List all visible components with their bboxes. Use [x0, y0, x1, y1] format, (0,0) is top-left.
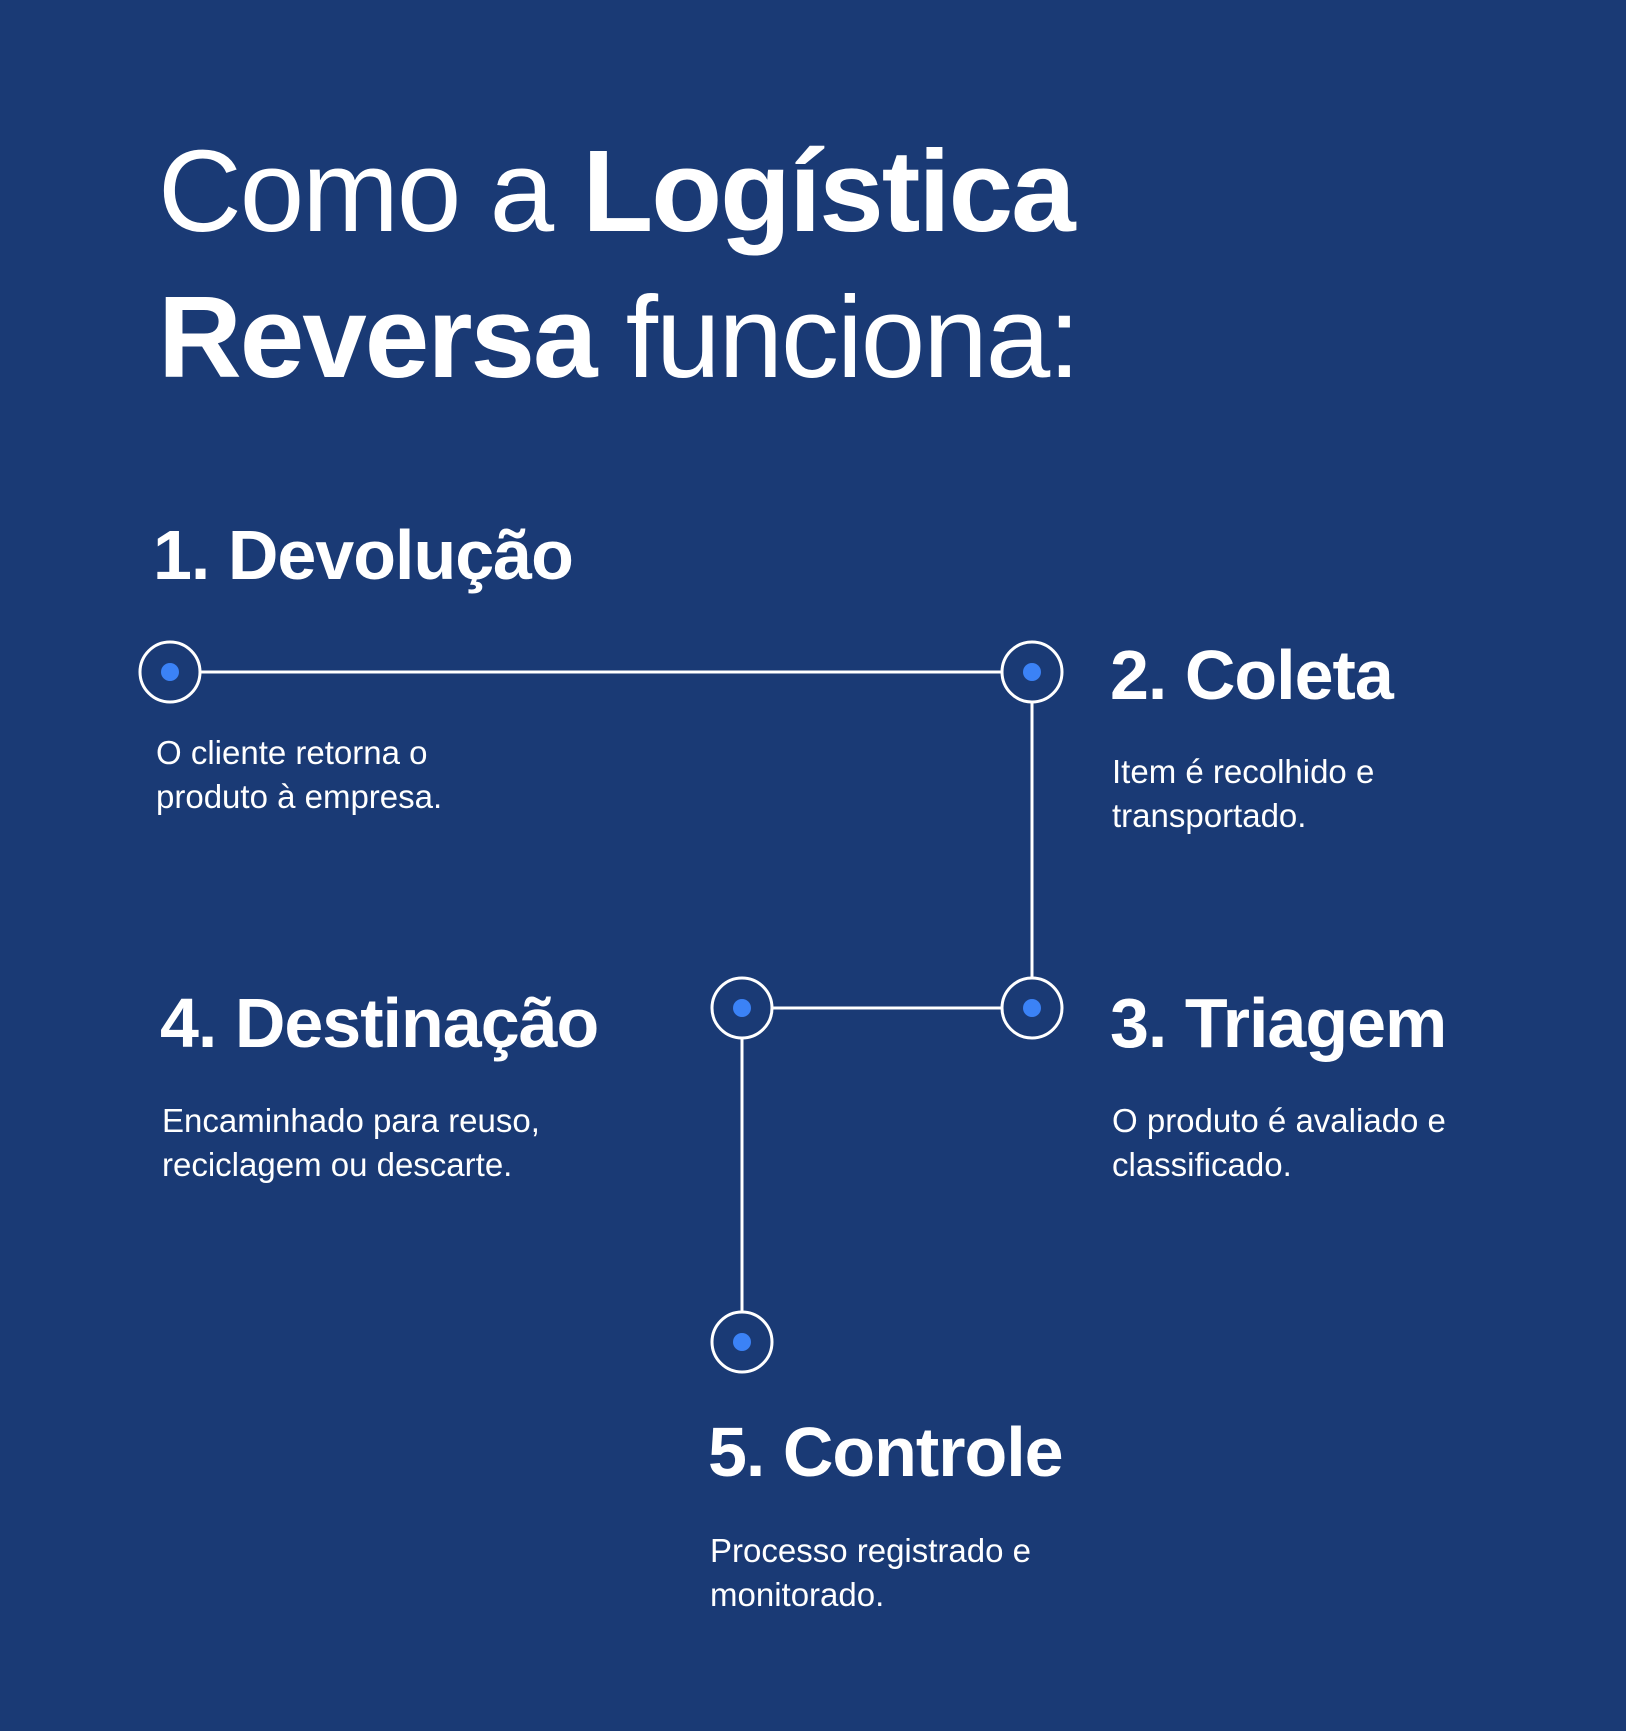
title-line-1: Como a Logística [158, 126, 1076, 256]
step-2-title: 2. Coleta [1110, 636, 1394, 714]
title-line-2: Reversa funciona: [158, 272, 1081, 402]
title-line-2-light: funciona: [595, 272, 1081, 402]
step-4-description-line-1: Encaminhado para reuso, [162, 1102, 540, 1139]
page-title: Como a Logística Reversa funciona: [158, 118, 1081, 410]
title-line-1-bold: Logística [582, 126, 1075, 256]
step-5-node [710, 1310, 774, 1374]
step-1-description-line-2: produto à empresa. [156, 778, 443, 815]
title-line-1-light: Como a [158, 126, 583, 256]
step-4-description: Encaminhado para reuso, reciclagem ou de… [162, 1099, 540, 1187]
step-3-description-line-2: classificado. [1112, 1146, 1292, 1183]
step-4-description-line-2: reciclagem ou descarte. [162, 1146, 513, 1183]
step-3-title: 3. Triagem [1110, 984, 1447, 1062]
step-5-title: 5. Controle [708, 1413, 1064, 1491]
step-3-description-line-1: O produto é avaliado e [1112, 1102, 1446, 1139]
step-1-description: O cliente retorna o produto à empresa. [156, 731, 442, 819]
step-5-description: Processo registrado e monitorado. [710, 1529, 1031, 1617]
step-5-description-line-1: Processo registrado e [710, 1532, 1031, 1569]
step-3-description: O produto é avaliado e classificado. [1112, 1099, 1446, 1187]
step-2-description-line-1: Item é recolhido e [1112, 753, 1375, 790]
step-5-description-line-2: monitorado. [710, 1576, 885, 1613]
step-1-node [138, 640, 202, 704]
step-2-node [1000, 640, 1064, 704]
step-4-node [710, 976, 774, 1040]
step-2-description: Item é recolhido e transportado. [1112, 750, 1374, 838]
step-1-description-line-1: O cliente retorna o [156, 734, 428, 771]
step-4-title: 4. Destinação [160, 984, 599, 1062]
step-1-title: 1. Devolução [153, 516, 574, 594]
step-2-description-line-2: transportado. [1112, 797, 1307, 834]
step-3-node [1000, 976, 1064, 1040]
title-line-2-bold: Reversa [158, 272, 597, 402]
